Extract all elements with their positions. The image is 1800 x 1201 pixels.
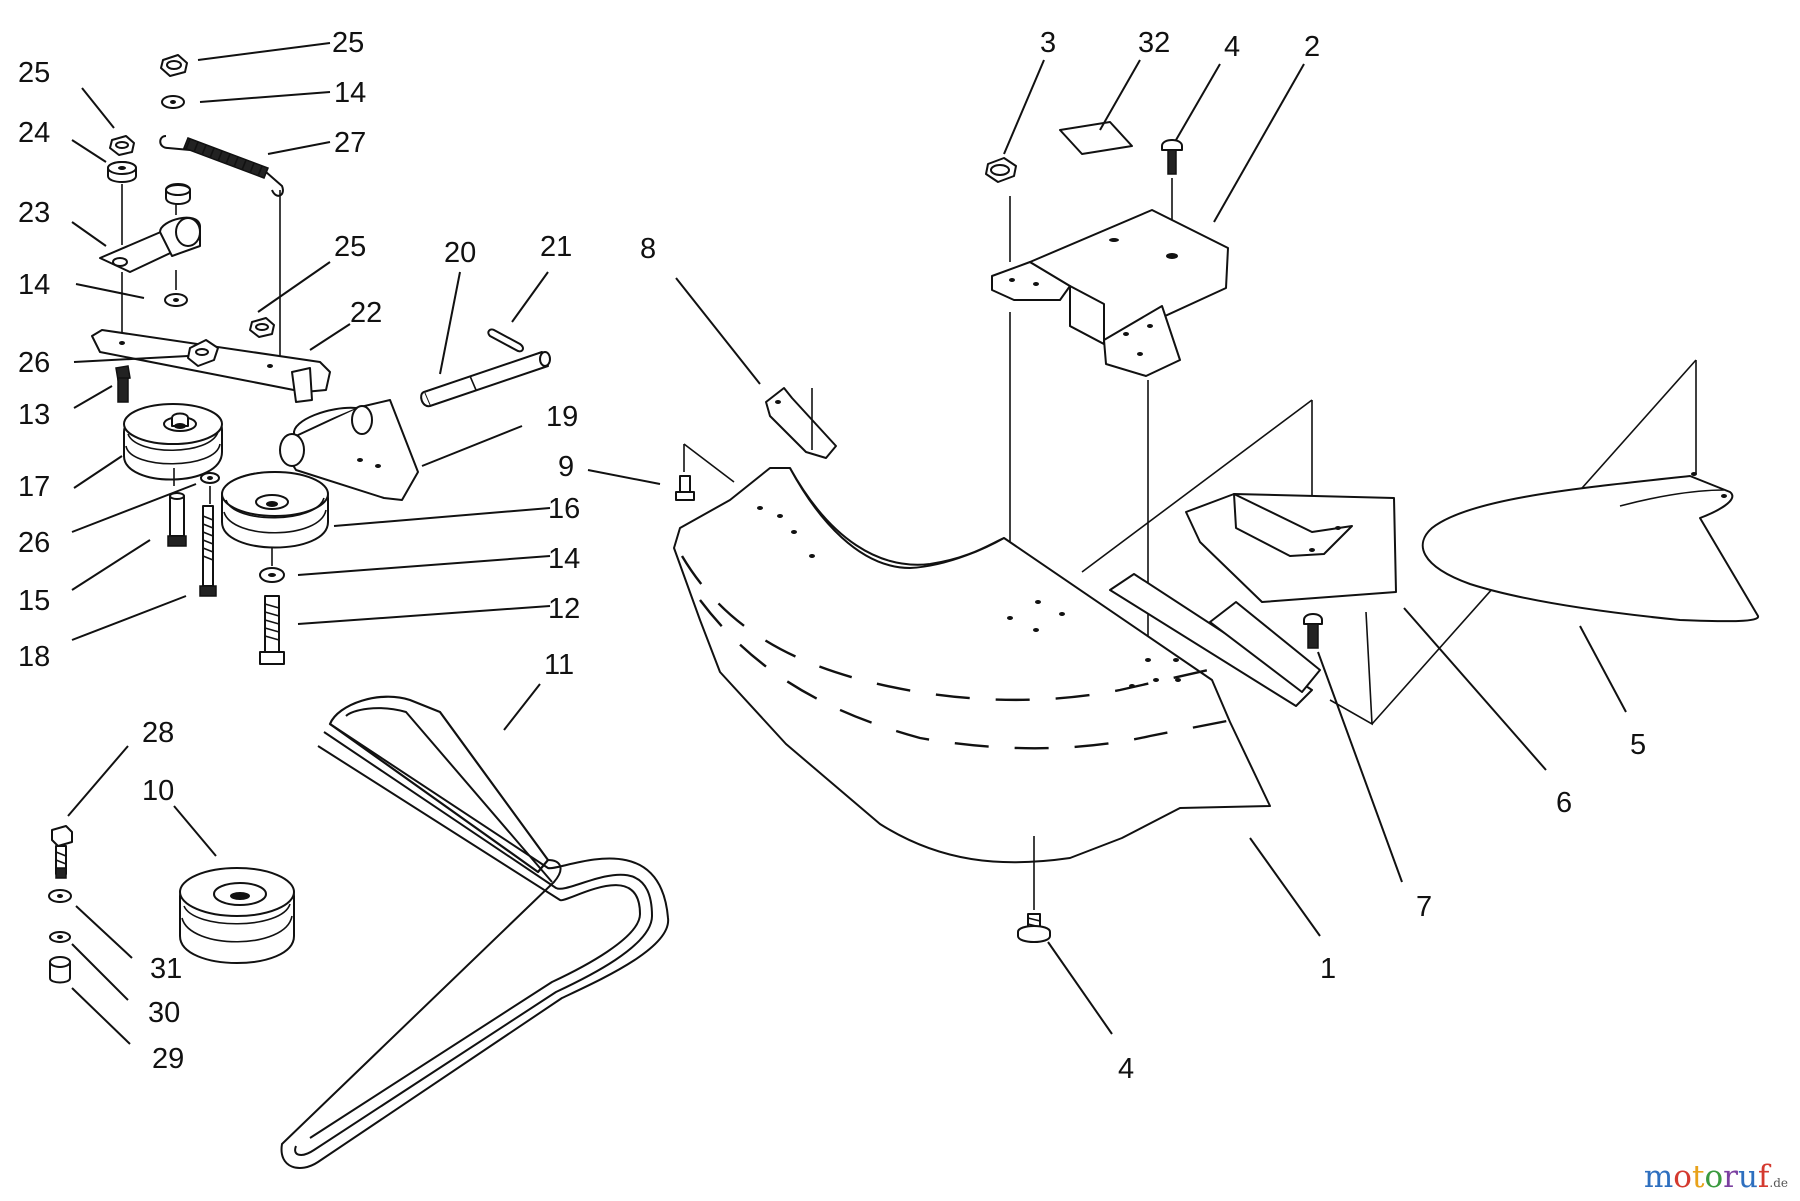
callout-14-lower: 14 [548, 543, 580, 575]
callout-20: 20 [444, 237, 476, 269]
callout-16: 16 [548, 493, 580, 525]
part-23-pivot-bracket [99, 183, 201, 273]
callout-15: 15 [18, 585, 50, 617]
callout-19: 19 [546, 401, 578, 433]
callout-30: 30 [148, 997, 180, 1029]
watermark-logo: motoruf.de [1644, 1159, 1788, 1195]
callout-2: 2 [1304, 31, 1320, 63]
part-3-nut [985, 157, 1017, 183]
callout-labels: 25 14 27 25 24 23 14 25 22 26 13 17 26 1… [18, 27, 1646, 1085]
callout-26-top: 26 [18, 347, 50, 379]
callout-12: 12 [548, 593, 580, 625]
part-16-pulley [221, 471, 329, 549]
callout-32: 32 [1138, 27, 1170, 59]
callout-17: 17 [18, 471, 50, 503]
part-4-bolt-bottom [1017, 913, 1051, 943]
part-11-v-belt [280, 695, 670, 1169]
part-22-idler-arm [91, 329, 331, 403]
part-9-screw [675, 475, 695, 501]
part-14-washer-mid [164, 293, 188, 307]
cover-mount-plate [1081, 359, 1697, 726]
part-14-washer-top [161, 95, 185, 109]
callout-24: 24 [18, 117, 50, 149]
watermark-letter: t [1691, 1159, 1705, 1195]
part-30-washer [49, 931, 71, 943]
part-29-spacer [49, 956, 71, 984]
callout-25-top: 25 [332, 27, 364, 59]
part-26-spacer [200, 472, 220, 484]
part-15-bolt [167, 492, 187, 547]
callout-21: 21 [540, 231, 572, 263]
callout-25-mid: 25 [334, 231, 366, 263]
watermark-suffix: .de [1769, 1176, 1788, 1190]
part-4-bolt-top [1161, 139, 1183, 175]
part-24-bushing [107, 161, 137, 183]
part-14-washer-lower [259, 567, 285, 583]
callout-22: 22 [350, 297, 382, 329]
callout-5: 5 [1630, 729, 1646, 761]
callout-6: 6 [1556, 787, 1572, 819]
callout-29: 29 [152, 1043, 184, 1075]
part-13-bolt [115, 365, 131, 403]
part-21-cotter-pin [487, 328, 524, 353]
part-10-pulley [179, 867, 295, 964]
part-19-bracket [279, 399, 419, 501]
watermark-letter: r [1723, 1159, 1738, 1195]
callout-18: 18 [18, 641, 50, 673]
part-25-nut-top [160, 54, 188, 77]
part-25-nut-left [109, 135, 135, 156]
callout-1: 1 [1320, 953, 1336, 985]
idler-assembly [91, 54, 551, 665]
part-2-mounting-bracket [991, 209, 1229, 377]
part-18-bolt [199, 505, 217, 597]
part-25-nut-mid [249, 317, 275, 338]
part-6-deflector [1185, 493, 1397, 603]
watermark-letter: o [1704, 1159, 1724, 1195]
callout-27: 27 [334, 127, 366, 159]
watermark-letter: m [1643, 1159, 1674, 1195]
part-5-shield [1421, 472, 1759, 623]
watermark-letter: f [1757, 1159, 1770, 1195]
callout-3: 3 [1040, 27, 1056, 59]
part-17-pulley [123, 403, 223, 481]
callout-8: 8 [640, 233, 656, 265]
callout-10: 10 [142, 775, 174, 807]
part-20-pin [420, 351, 551, 408]
part-27-spring [159, 135, 284, 388]
callout-31: 31 [150, 953, 182, 985]
callout-9: 9 [558, 451, 574, 483]
part-7-bolt [1303, 613, 1323, 649]
watermark-letter: u [1737, 1159, 1758, 1195]
part-12-bolt [259, 595, 285, 665]
leader-lines [67, 42, 1627, 1045]
callout-26-lower: 26 [18, 527, 50, 559]
callout-11: 11 [544, 649, 574, 681]
watermark-text: motoruf [1644, 1159, 1770, 1195]
watermark-letter: o [1673, 1159, 1692, 1195]
callout-14-top: 14 [334, 77, 366, 109]
part-32-decal [1059, 121, 1133, 155]
callout-14-mid: 14 [18, 269, 50, 301]
callout-23: 23 [18, 197, 50, 229]
callout-13: 13 [18, 399, 50, 431]
part-1-discharge-cover [673, 467, 1271, 864]
callout-4-bottom: 4 [1118, 1053, 1134, 1085]
callout-28: 28 [142, 717, 174, 749]
callout-7: 7 [1416, 891, 1432, 923]
part-31-washer [48, 889, 72, 903]
part-8-clip [765, 387, 837, 459]
callout-25-left: 25 [18, 57, 50, 89]
callout-4-top: 4 [1224, 31, 1240, 63]
part-28-bolt [51, 825, 73, 879]
